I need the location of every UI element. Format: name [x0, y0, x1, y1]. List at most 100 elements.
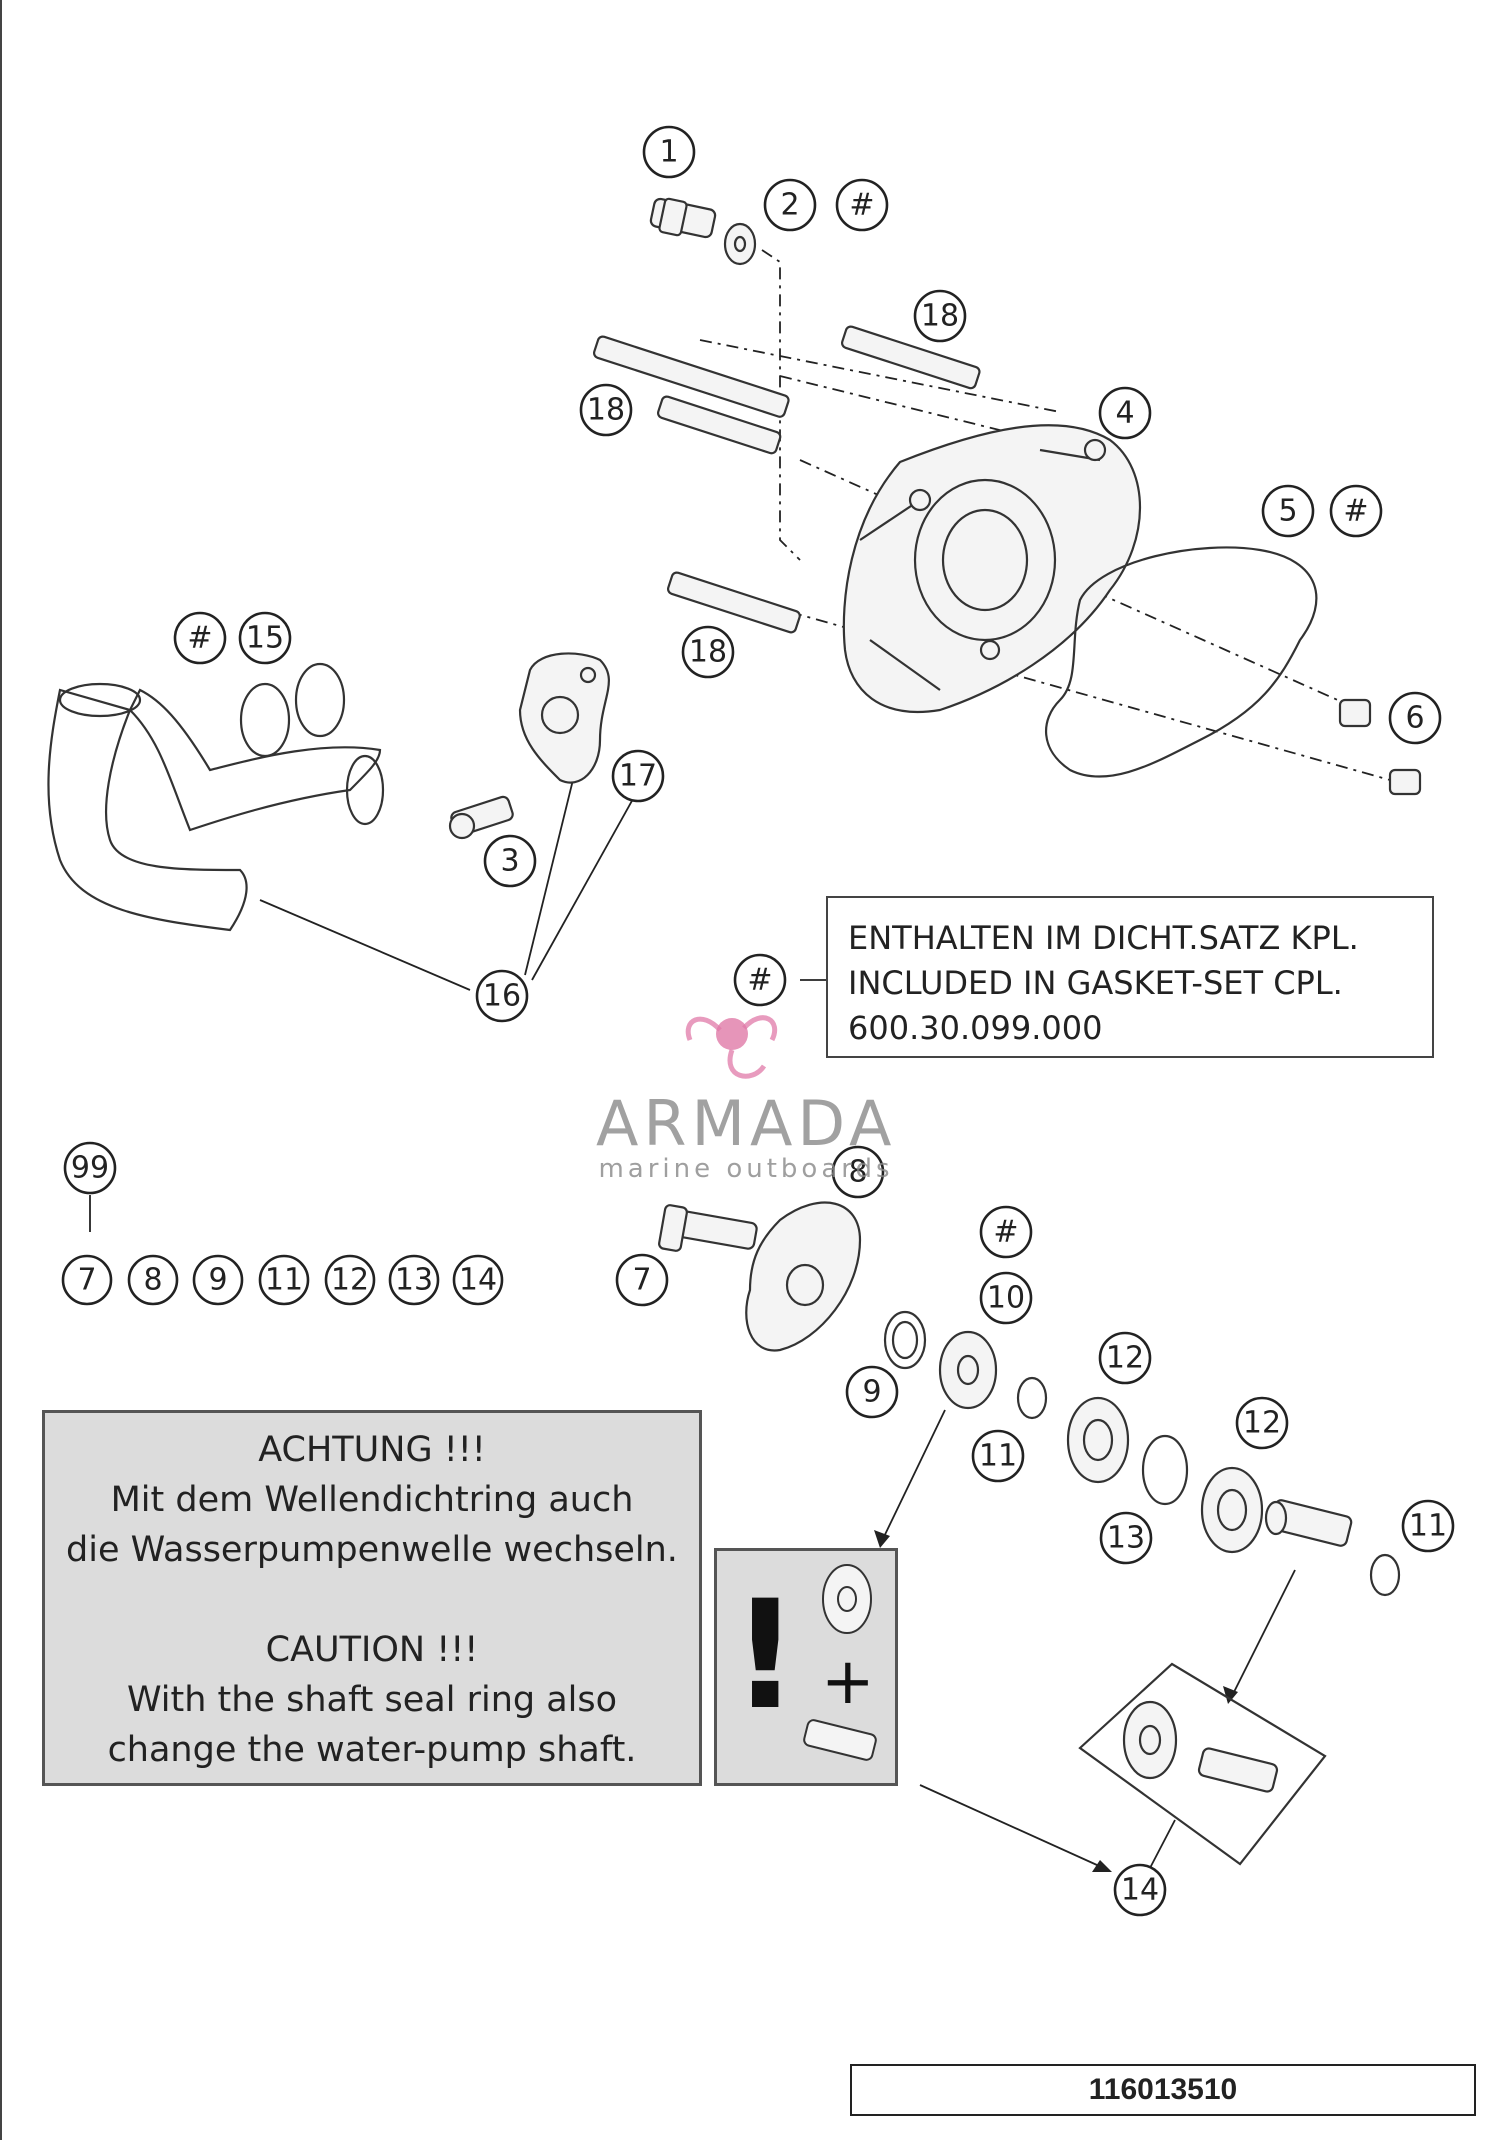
- callout-17: 17: [611, 749, 665, 803]
- legend-part-number: 600.30.099.000: [848, 1009, 1103, 1047]
- callout-15-hash: #: [173, 611, 227, 665]
- shaft-14: [1264, 1499, 1353, 1547]
- kit-item-13: 13: [388, 1254, 440, 1306]
- washer-2: [723, 222, 757, 266]
- o-rings-15: [239, 662, 346, 758]
- svg-text:9: 9: [862, 1375, 881, 1410]
- seal-ring-9: [883, 1310, 927, 1370]
- caution-box: ACHTUNG !!! Mit dem Wellendichtring auch…: [42, 1410, 702, 1786]
- figure-number: 116013510: [850, 2064, 1476, 2116]
- callout-13: 13: [1099, 1511, 1153, 1565]
- svg-text:12: 12: [1243, 1406, 1281, 1441]
- svg-text:3: 3: [500, 844, 519, 879]
- seal-and-shaft-icon: [803, 1564, 877, 1761]
- legend-line-de: ENTHALTEN IM DICHT.SATZ KPL.: [848, 919, 1359, 957]
- exclamation-icon: !: [731, 1569, 800, 1743]
- svg-text:#: #: [849, 188, 874, 223]
- svg-text:14: 14: [459, 1263, 497, 1298]
- callout-1: 1: [642, 125, 696, 179]
- callout-14: 14: [1113, 1863, 1167, 1917]
- page-border: [0, 0, 2, 2140]
- callout-5-hash: #: [1329, 484, 1383, 538]
- flange-17: [518, 652, 610, 784]
- kit-item-14: 14: [452, 1254, 504, 1306]
- pump-cover-4: [842, 424, 1142, 713]
- svg-text:7: 7: [77, 1263, 96, 1298]
- callout-99: 99: [63, 1141, 117, 1195]
- callout-2-hash: #: [835, 178, 889, 232]
- warning-title-de: ACHTUNG !!!: [258, 1430, 486, 1470]
- svg-text:15: 15: [246, 621, 284, 656]
- replacement-kit-box: [1078, 1662, 1327, 1866]
- warning-title-en: CAUTION !!!: [265, 1630, 479, 1670]
- svg-text:18: 18: [689, 635, 727, 670]
- callout-5: 5: [1261, 484, 1315, 538]
- svg-text:99: 99: [71, 1151, 109, 1186]
- gasket-set-legend: ENTHALTEN IM DICHT.SATZ KPL. INCLUDED IN…: [826, 896, 1434, 1058]
- svg-text:18: 18: [587, 393, 625, 428]
- svg-text:12: 12: [1106, 1341, 1144, 1376]
- kit-item-8: 8: [127, 1254, 179, 1306]
- circlips-11: [1016, 1376, 1401, 1597]
- legend-line-en: INCLUDED IN GASKET-SET CPL.: [848, 964, 1343, 1002]
- svg-text:#: #: [187, 621, 212, 656]
- shaft-seal-10: [938, 1330, 998, 1410]
- svg-text:#: #: [747, 963, 772, 998]
- callout-16: 16: [475, 969, 529, 1023]
- kit-item-11: 11: [258, 1254, 310, 1306]
- svg-text:6: 6: [1405, 701, 1424, 736]
- svg-text:16: 16: [483, 979, 521, 1014]
- callout-12-b: 12: [1235, 1396, 1289, 1450]
- svg-text:4: 4: [1115, 396, 1134, 431]
- callout-12-a: 12: [1098, 1331, 1152, 1385]
- svg-text:5: 5: [1278, 494, 1297, 529]
- callout-2: 2: [763, 178, 817, 232]
- svg-text:9: 9: [208, 1263, 227, 1298]
- svg-text:8: 8: [143, 1263, 162, 1298]
- svg-text:8: 8: [848, 1155, 867, 1190]
- svg-text:12: 12: [331, 1263, 369, 1298]
- svg-text:13: 13: [1107, 1521, 1145, 1556]
- callout-11-b: 11: [1401, 1499, 1455, 1553]
- callout-18-top: 18: [913, 289, 967, 343]
- callout-10: 10: [979, 1271, 1033, 1325]
- callout-9: 9: [845, 1365, 899, 1419]
- warning-text-de-2: die Wasserpumpenwelle wechseln.: [66, 1530, 678, 1570]
- kit-item-9: 9: [192, 1254, 244, 1306]
- circlip-13: [1141, 1434, 1189, 1506]
- svg-text:11: 11: [1409, 1509, 1447, 1544]
- callout-15: 15: [238, 611, 292, 665]
- callout-7: 7: [615, 1253, 669, 1307]
- svg-text:11: 11: [979, 1439, 1017, 1474]
- hose-16: [47, 682, 385, 932]
- svg-text:1: 1: [659, 135, 678, 170]
- svg-text:14: 14: [1121, 1873, 1159, 1908]
- plus-sign: +: [821, 1645, 875, 1719]
- callout-8: 8: [831, 1145, 885, 1199]
- callout-18-left: 18: [579, 383, 633, 437]
- screw-7: [658, 1204, 758, 1252]
- bolts-18: [592, 325, 981, 634]
- callout-11-a: 11: [971, 1429, 1025, 1483]
- legend-hash: #: [733, 953, 787, 1007]
- warning-text-en-1: With the shaft seal ring also: [126, 1680, 618, 1720]
- svg-text:11: 11: [265, 1263, 303, 1298]
- svg-text:#: #: [1343, 494, 1368, 529]
- warning-text-en-2: change the water-pump shaft.: [107, 1730, 637, 1770]
- svg-text:#: #: [993, 1215, 1018, 1250]
- replace-together-note: ! +: [714, 1548, 898, 1786]
- screw-3: [448, 795, 514, 840]
- svg-text:2: 2: [780, 188, 799, 223]
- warning-text-de-1: Mit dem Wellendichtring auch: [110, 1480, 634, 1520]
- callout-10-hash: #: [979, 1205, 1033, 1259]
- svg-text:13: 13: [395, 1263, 433, 1298]
- svg-text:7: 7: [632, 1263, 651, 1298]
- callout-6: 6: [1388, 691, 1442, 745]
- screw-1: [649, 197, 717, 239]
- impeller-8: [745, 1201, 862, 1352]
- kit-item-7: 7: [61, 1254, 113, 1306]
- svg-text:18: 18: [921, 299, 959, 334]
- callout-4: 4: [1098, 386, 1152, 440]
- bearings-12: [1066, 1396, 1264, 1554]
